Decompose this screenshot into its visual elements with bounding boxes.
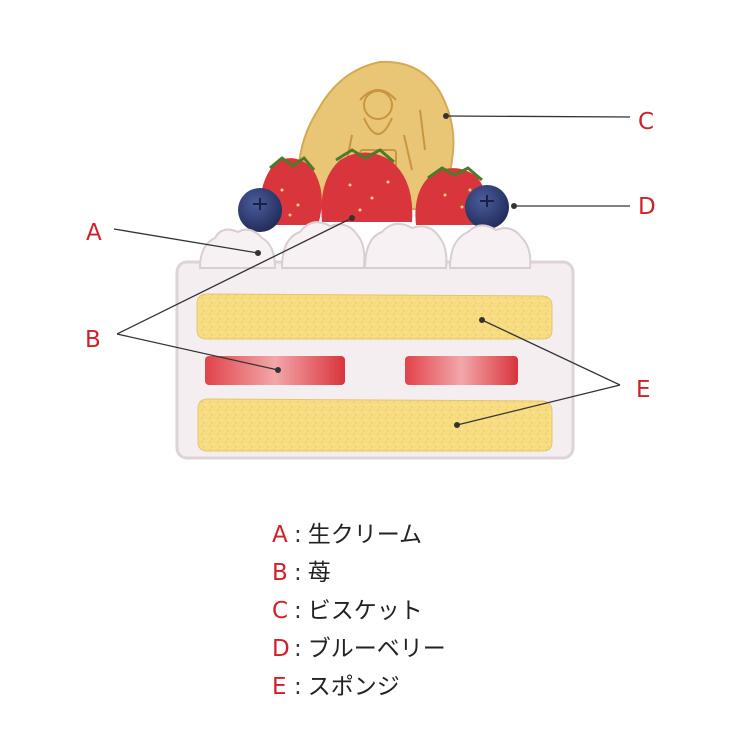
strawberry-filling-left [205, 356, 345, 385]
cake-slice [175, 260, 575, 460]
legend-separator: : [294, 674, 302, 700]
leader-dot [275, 367, 281, 373]
cream-dollop [448, 224, 532, 269]
legend-item: A:生クリーム [272, 516, 446, 554]
blueberries [238, 185, 509, 232]
callout-d: D [638, 194, 656, 220]
legend-text: 苺 [307, 560, 331, 586]
leader-lines [113, 115, 631, 426]
leader-line-e-upper [481, 319, 621, 386]
leader-line-c [445, 115, 631, 118]
legend: A:生クリーム B:苺 C:ビスケット D:ブルーベリー E:スポンジ [272, 516, 446, 706]
sponge-layer-bottom [197, 398, 553, 452]
legend-key: C [272, 598, 289, 624]
callout-e: E [636, 377, 651, 403]
legend-text: ビスケット [307, 598, 423, 624]
legend-separator: : [294, 560, 302, 586]
callout-a: A [86, 220, 102, 246]
legend-key: E [272, 674, 287, 700]
strawberry-right-leaf [427, 166, 483, 182]
legend-separator: : [294, 522, 302, 548]
legend-text: スポンジ [307, 674, 400, 700]
leader-line-a [113, 228, 259, 254]
legend-key: A [272, 522, 288, 548]
cream-dollop [198, 228, 277, 269]
legend-separator: : [294, 636, 302, 662]
cream-dollop [363, 222, 448, 269]
leader-line-e-lower [456, 384, 621, 426]
blueberry-left-crown [253, 198, 267, 210]
strawberry-center-leaf [335, 148, 395, 164]
leader-line-b-upper [116, 217, 353, 335]
strawberry-center [321, 152, 413, 222]
strawberry-left-leaf [269, 155, 316, 171]
cream-dollop [280, 221, 366, 269]
leader-dot [255, 250, 261, 256]
blueberry-right-crown [480, 195, 494, 207]
callout-c: C [638, 109, 654, 135]
legend-text: 生クリーム [307, 522, 423, 548]
legend-item: C:ビスケット [272, 592, 446, 630]
strawberries [260, 148, 489, 225]
legend-key: D [272, 636, 290, 662]
leader-dot [479, 317, 485, 323]
legend-separator: : [294, 598, 302, 624]
callout-b: B [85, 327, 101, 353]
leader-dot [454, 422, 460, 428]
strawberry-filling-right [405, 356, 518, 385]
cream-dollops [198, 221, 532, 269]
sponge-layer-top [196, 293, 553, 340]
leader-dot [349, 215, 355, 221]
legend-item: E:スポンジ [272, 668, 446, 706]
legend-key: B [272, 560, 288, 586]
legend-item: B:苺 [272, 554, 446, 592]
legend-text: ブルーベリー [307, 636, 446, 662]
leader-dot [443, 113, 449, 119]
leader-dot [511, 203, 517, 209]
legend-item: D:ブルーベリー [272, 630, 446, 668]
leader-line-b-lower [116, 333, 279, 371]
